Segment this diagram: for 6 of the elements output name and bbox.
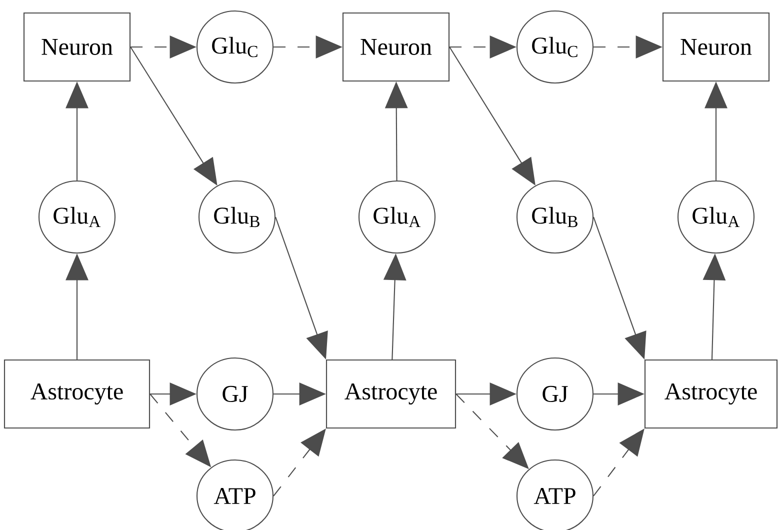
cell-box: Neuron [23,12,131,82]
cell-box: Neuron [662,12,770,82]
cell-box: Astrocyte [326,359,456,429]
cell-box: Astrocyte [4,359,150,429]
cell-box: Neuron [342,12,450,82]
cell-box: Astrocyte [644,359,778,429]
